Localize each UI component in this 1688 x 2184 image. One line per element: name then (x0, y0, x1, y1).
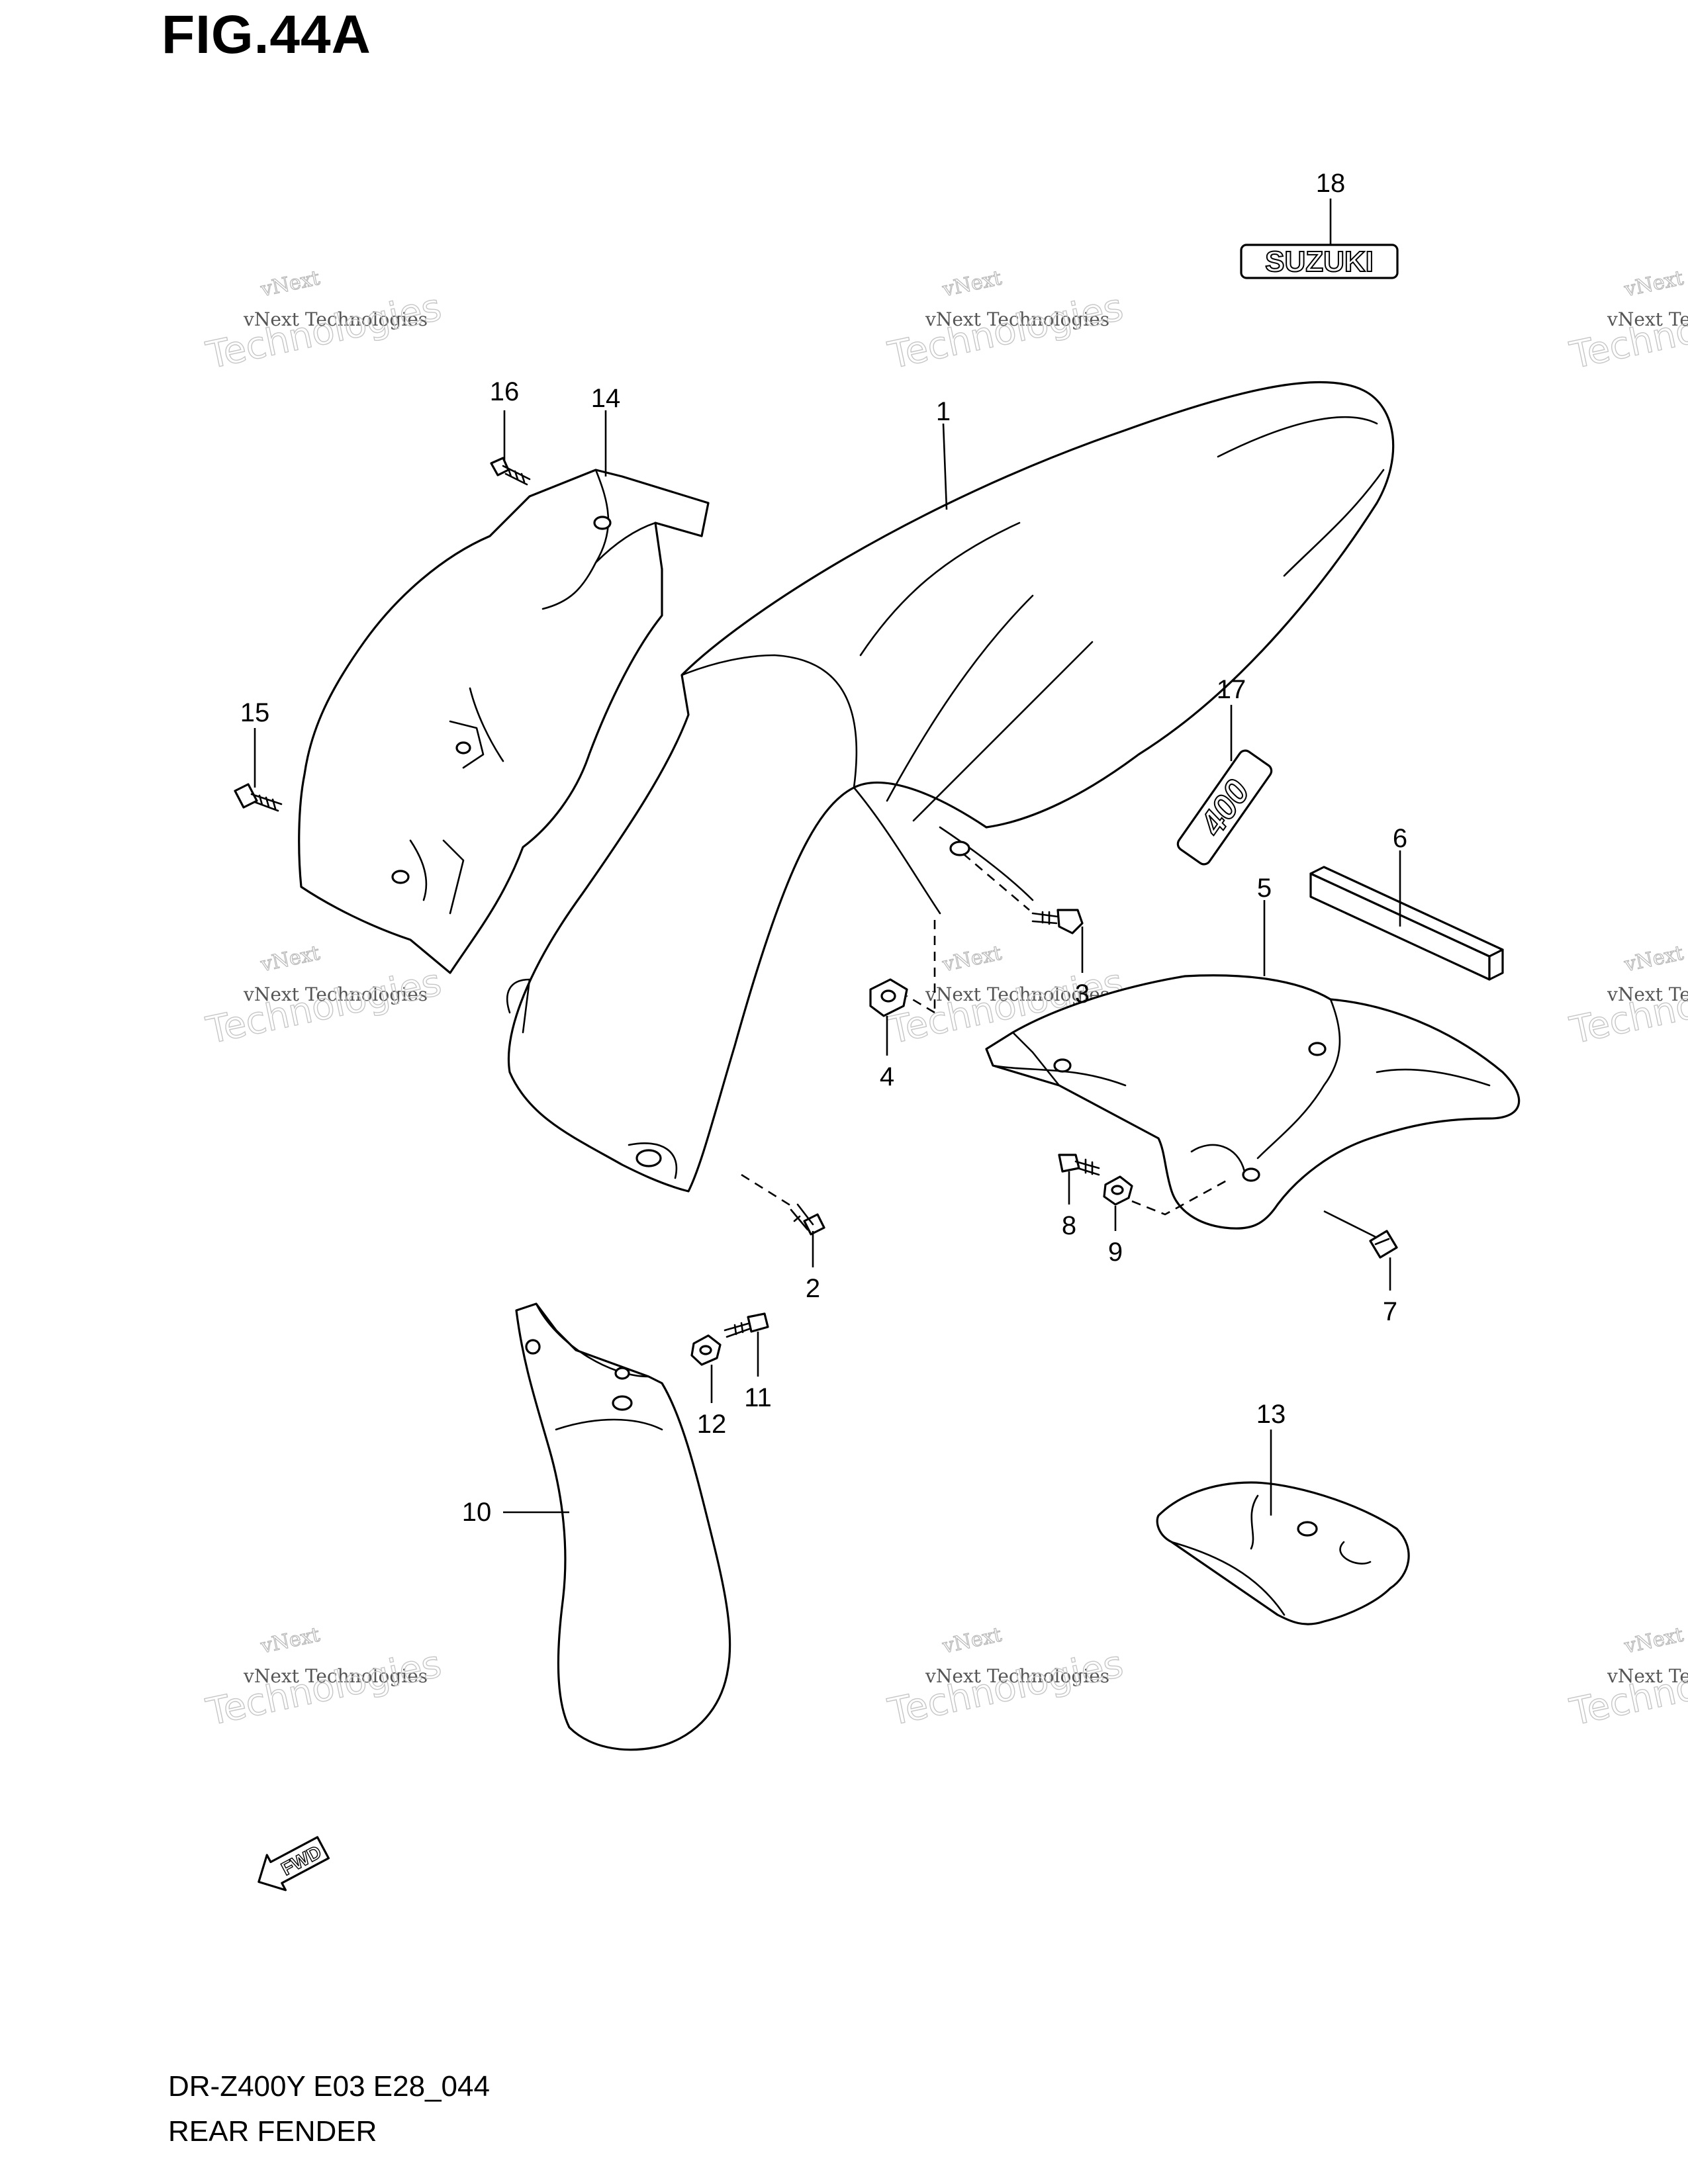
watermark-bottom-center-line3: Technologies (884, 1643, 1127, 1735)
leader-1 (942, 423, 948, 510)
watermark-top-center-line3: Technologies (884, 286, 1127, 378)
watermark-bottom-right-line2: vNext Technologies (1607, 1665, 1688, 1687)
leader-lines (254, 199, 1401, 1516)
part-7-clip[interactable] (1369, 1230, 1398, 1259)
part-4-nut[interactable] (869, 978, 908, 1017)
watermark-top-right-line1: vNext (1622, 267, 1685, 302)
watermark-top-center-line2: vNext Technologies (925, 308, 1109, 330)
dashed-line-2-to-fender (741, 1173, 795, 1209)
part-14-inner-fender[interactable] (298, 469, 710, 974)
callout-8: 8 (1062, 1211, 1076, 1240)
callout-4: 4 (880, 1062, 894, 1091)
dashed-line-3-to-fender (962, 853, 1030, 911)
callout-1: 1 (936, 397, 951, 426)
dashed-line-4-to-nut (906, 995, 935, 1014)
dashed-line-9-to-extension (1131, 1177, 1232, 1216)
part-2-bolt[interactable] (790, 1203, 825, 1236)
callout-10: 10 (462, 1498, 492, 1527)
part-1-rear-fender[interactable] (506, 381, 1395, 1193)
watermark-top-left: vNext vNext Technologies Technologies (202, 266, 445, 378)
part-17-400-decal[interactable]: 400 (1175, 748, 1275, 868)
watermark-bottom-center-line2: vNext Technologies (925, 1665, 1109, 1687)
watermark-group: vNext vNext Technologies Technologies vN… (202, 266, 1688, 1735)
callout-11: 11 (744, 1383, 772, 1412)
callout-16: 16 (490, 377, 520, 406)
part-9-washer[interactable] (1103, 1175, 1133, 1206)
watermark-top-right-line2: vNext Technologies (1607, 308, 1688, 330)
callout-12: 12 (697, 1410, 727, 1439)
model-code: DR-Z400Y E03 E28_044 (168, 2070, 490, 2103)
watermark-top-left-line2: vNext Technologies (243, 308, 428, 330)
watermark-bottom-center-line1: vNext (940, 1623, 1004, 1659)
leader-7 (1323, 1210, 1391, 1291)
watermark-top-right: vNext vNext Technologies Technologies (1566, 266, 1688, 378)
callout-15: 15 (240, 698, 270, 727)
watermark-bottom-left-line2: vNext Technologies (243, 1665, 428, 1687)
part-10-mud-flap[interactable] (515, 1302, 731, 1751)
watermark-bottom-left-line1: vNext (258, 1623, 322, 1659)
watermark-bottom-center: vNext vNext Technologies Technologies (884, 1623, 1127, 1735)
section-name: REAR FENDER (168, 2115, 377, 2148)
part-6-pad[interactable] (1309, 866, 1504, 981)
watermark-top-left-line1: vNext (258, 267, 322, 302)
watermark-top-left-line3: Technologies (203, 286, 445, 378)
watermark-mid-right: vNext vNext Technologies Technologies (1566, 941, 1688, 1053)
watermark-bottom-left-line3: Technologies (203, 1643, 445, 1735)
part-12-nut[interactable] (690, 1334, 722, 1366)
callout-18: 18 (1316, 169, 1346, 198)
callout-5: 5 (1257, 874, 1272, 903)
assembly-lines (741, 853, 1232, 1216)
watermark-mid-left-line2: vNext Technologies (243, 983, 428, 1005)
figure-title: FIG.44A (162, 5, 371, 65)
watermark-mid-left-line1: vNext (258, 942, 322, 977)
part-5-rear-extension[interactable] (985, 974, 1521, 1230)
part-13-cushion[interactable] (1156, 1481, 1410, 1625)
callout-9: 9 (1108, 1238, 1123, 1267)
callout-6: 6 (1393, 824, 1407, 853)
watermark-mid-center-line1: vNext (940, 942, 1004, 977)
callout-14: 14 (591, 384, 621, 413)
watermark-bottom-right: vNext vNext Technologies Technologies (1566, 1623, 1688, 1735)
watermark-top-center: vNext vNext Technologies Technologies (884, 266, 1127, 378)
watermark-mid-left-line3: Technologies (203, 961, 445, 1053)
part-18-suzuki-decal[interactable]: SUZUKI (1240, 244, 1399, 279)
part-3-bolt[interactable] (1031, 909, 1084, 934)
part-16-bolt[interactable] (490, 457, 531, 486)
fwd-arrow-icon: FWD (258, 1836, 330, 1891)
callout-3: 3 (1075, 979, 1090, 1009)
watermark-mid-center-line2: vNext Technologies (925, 983, 1109, 1005)
watermark-bottom-right-line1: vNext (1622, 1623, 1685, 1659)
callout-2: 2 (806, 1274, 820, 1303)
watermark-mid-right-line1: vNext (1622, 942, 1685, 977)
suzuki-decal-text: SUZUKI (1265, 246, 1374, 278)
part-11-bolt[interactable] (724, 1312, 769, 1338)
watermark-bottom-left: vNext vNext Technologies Technologies (202, 1623, 445, 1735)
part-8-bolt[interactable] (1058, 1154, 1100, 1176)
callout-13: 13 (1256, 1400, 1286, 1429)
watermark-mid-right-line2: vNext Technologies (1607, 983, 1688, 1005)
callout-7: 7 (1383, 1297, 1397, 1326)
callout-labels: 1 2 3 4 5 6 7 8 9 10 11 12 13 14 15 16 1… (240, 169, 1407, 1527)
part-15-bolt[interactable] (234, 783, 283, 812)
watermark-top-center-line1: vNext (940, 267, 1004, 302)
callout-17: 17 (1217, 675, 1246, 704)
